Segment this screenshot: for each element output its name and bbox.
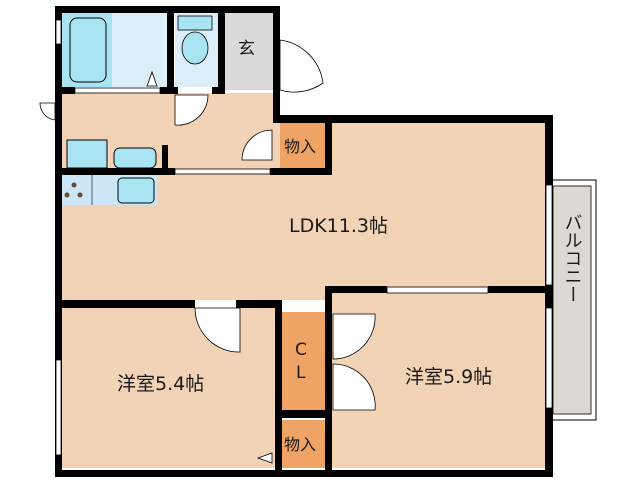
western1-door-icon <box>194 307 241 353</box>
closet-floor <box>280 312 325 412</box>
sink-icon <box>117 177 155 204</box>
storage-door-icon <box>241 129 273 161</box>
toilet-door-icon <box>174 94 209 126</box>
bathtub-icon <box>69 17 107 83</box>
window-bath <box>55 19 62 45</box>
western2-label: 洋室5.9帖 <box>405 366 492 388</box>
storage-top-label: 物入 <box>284 137 316 156</box>
stove-icon <box>64 182 83 198</box>
shower-icon <box>146 70 158 87</box>
western1-label: 洋室5.4帖 <box>117 373 204 395</box>
window-ldk <box>545 184 553 286</box>
storage-top-floor <box>280 122 325 168</box>
entrance-floor <box>225 12 273 90</box>
balcony-label: バルコニー <box>562 213 583 303</box>
balcony-inner <box>552 185 592 415</box>
entrance-label: 玄 <box>238 39 255 59</box>
closet-door-bottom-icon <box>332 363 376 411</box>
storage-bottom-label: 物入 <box>284 435 316 454</box>
toilet-tank-icon <box>177 15 213 31</box>
storage-bottom-floor <box>280 420 325 468</box>
closet-label-l: L <box>296 363 306 383</box>
sliding-door-washroom <box>174 168 271 175</box>
ldk-label: LDK11.3帖 <box>289 215 388 237</box>
side-door-icon <box>39 102 56 121</box>
walls <box>55 6 553 477</box>
window-western2 <box>545 307 553 409</box>
bath-door <box>74 87 161 94</box>
window-western1 <box>55 359 62 456</box>
storage-bottom-door-icon <box>256 452 273 464</box>
washbasin-icon <box>113 147 157 169</box>
entrance-door-icon <box>279 39 324 93</box>
washing-machine-icon <box>66 139 108 169</box>
closet-label-c: C <box>295 340 307 360</box>
toilet-bowl-icon <box>181 31 209 65</box>
closet-door-top-icon <box>332 313 376 360</box>
western1-floor <box>62 308 277 468</box>
sliding-door-western2 <box>386 286 489 294</box>
